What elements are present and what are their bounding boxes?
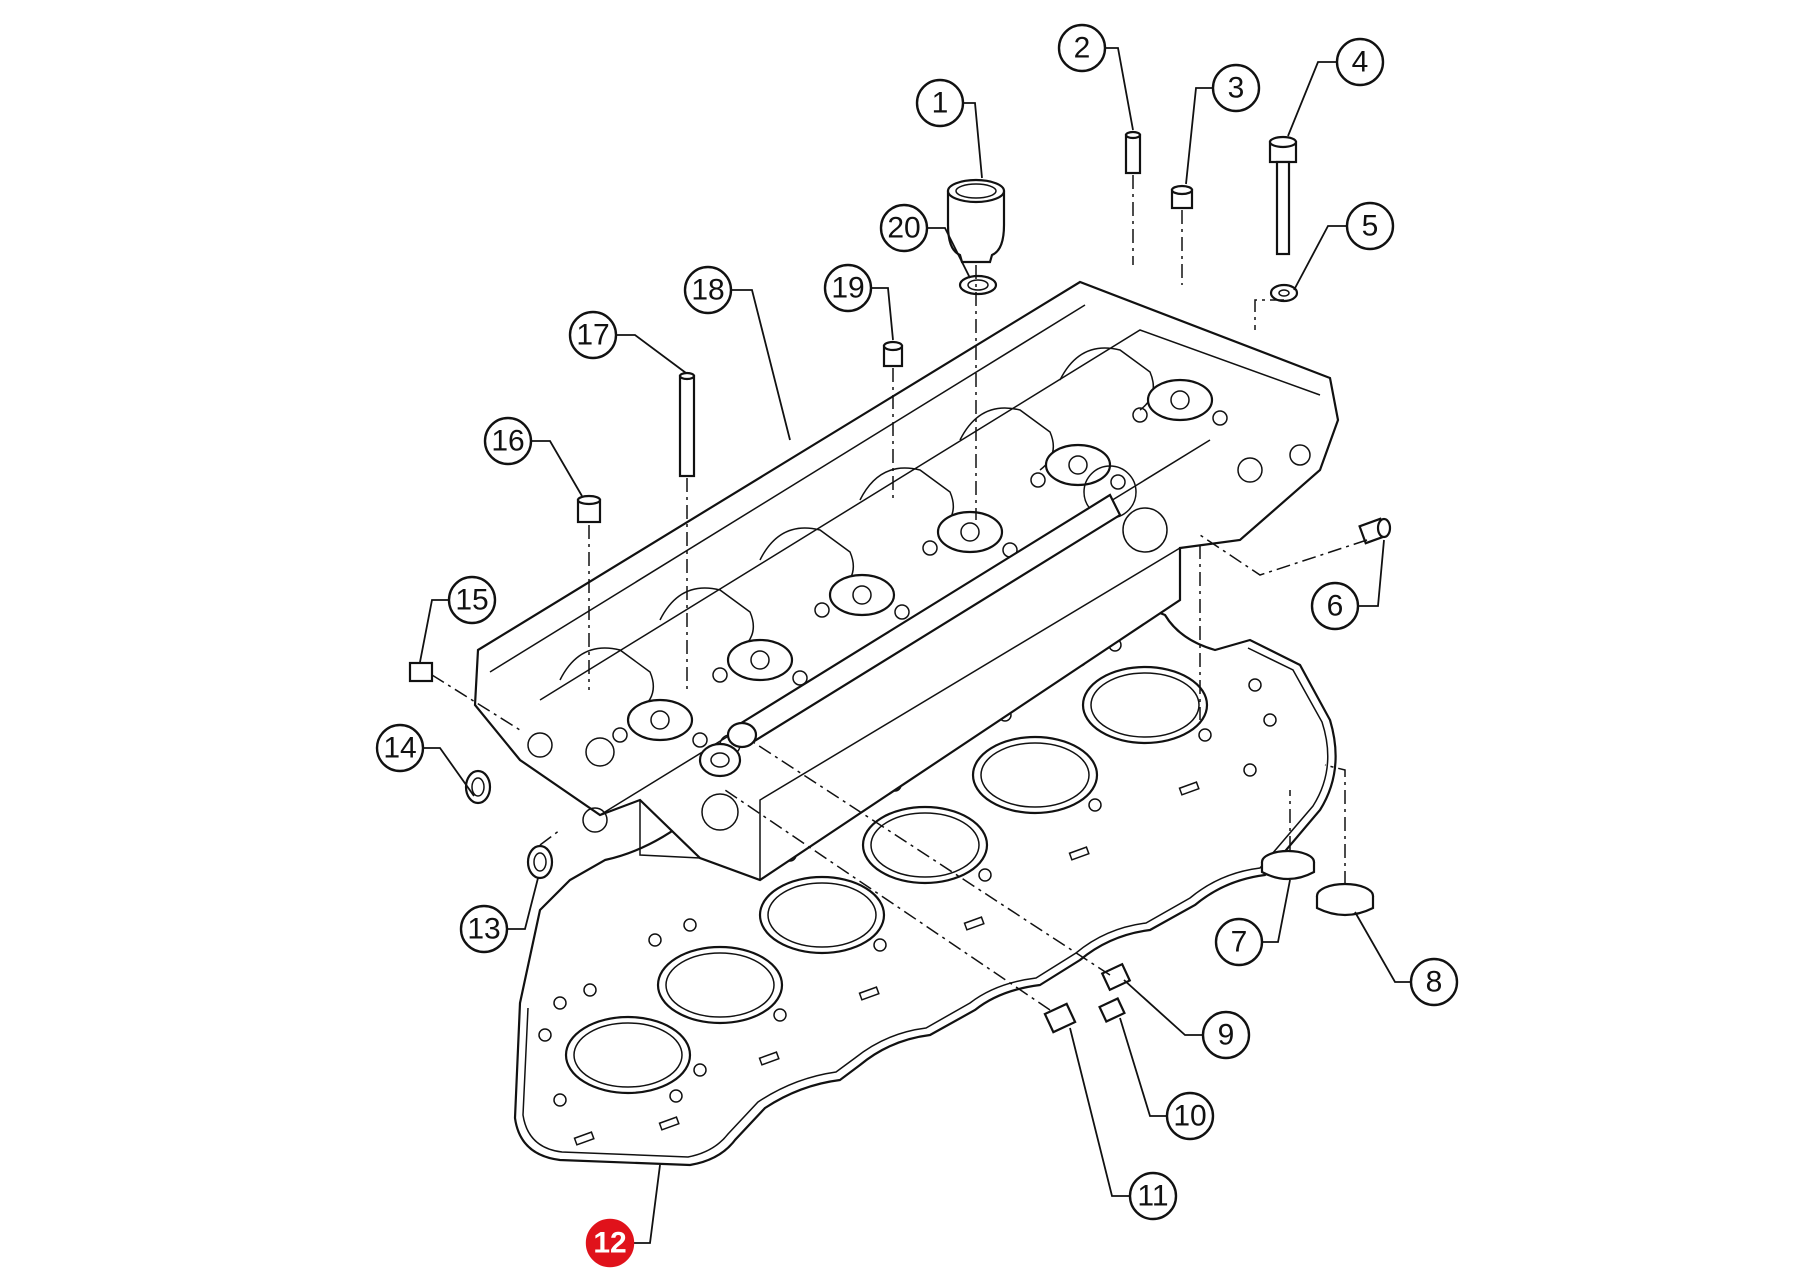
svg-text:13: 13 xyxy=(467,913,500,946)
svg-text:16: 16 xyxy=(491,425,524,458)
part-9-dowel xyxy=(1100,962,1132,992)
svg-text:18: 18 xyxy=(691,274,724,307)
part-6-dowel xyxy=(1358,517,1392,545)
part-20-seal xyxy=(958,274,998,296)
callout-9[interactable]: 9 xyxy=(1201,1010,1251,1060)
callout-18[interactable]: 18 xyxy=(683,265,733,315)
part-5-washer xyxy=(1269,283,1299,303)
part-15-dowel xyxy=(408,661,434,683)
callout-11[interactable]: 11 xyxy=(1128,1171,1178,1221)
part-10-dowel xyxy=(1098,997,1126,1023)
cylinder-head xyxy=(473,280,1340,882)
svg-text:15: 15 xyxy=(455,584,488,617)
svg-text:10: 10 xyxy=(1173,1100,1206,1133)
callout-4[interactable]: 4 xyxy=(1335,37,1385,87)
part-4-bolt xyxy=(1268,135,1298,256)
callout-3[interactable]: 3 xyxy=(1211,63,1261,113)
svg-text:2: 2 xyxy=(1074,32,1091,65)
callout-15[interactable]: 15 xyxy=(447,575,497,625)
part-17-tube xyxy=(678,371,696,478)
callout-13[interactable]: 13 xyxy=(459,904,509,954)
svg-text:20: 20 xyxy=(887,212,920,245)
part-14-plug xyxy=(464,769,492,805)
callout-14[interactable]: 14 xyxy=(375,723,425,773)
callout-6[interactable]: 6 xyxy=(1310,581,1360,631)
callout-8[interactable]: 8 xyxy=(1409,957,1459,1007)
callout-10[interactable]: 10 xyxy=(1165,1091,1215,1141)
callout-12[interactable]: 12 xyxy=(585,1218,635,1268)
part-13-plug xyxy=(526,844,554,880)
alignment-lines xyxy=(431,175,1368,1011)
svg-text:5: 5 xyxy=(1362,210,1379,243)
svg-text:6: 6 xyxy=(1327,590,1344,623)
svg-text:3: 3 xyxy=(1228,72,1245,105)
callout-16[interactable]: 16 xyxy=(483,416,533,466)
svg-text:9: 9 xyxy=(1218,1019,1235,1052)
part-11-dowel xyxy=(1043,1002,1077,1034)
callout-5[interactable]: 5 xyxy=(1345,201,1395,251)
svg-text:19: 19 xyxy=(831,272,864,305)
callout-1[interactable]: 1 xyxy=(915,78,965,128)
part-16-dowel xyxy=(576,494,602,524)
part-3-plug xyxy=(1170,184,1194,210)
svg-text:8: 8 xyxy=(1426,966,1443,999)
part-19-dowel xyxy=(882,340,904,368)
leader-lines xyxy=(419,47,1410,1244)
svg-text:1: 1 xyxy=(932,87,949,120)
part-8-ring xyxy=(1315,882,1375,917)
callout-7[interactable]: 7 xyxy=(1214,917,1264,967)
svg-text:11: 11 xyxy=(1137,1180,1168,1213)
svg-text:12: 12 xyxy=(593,1227,626,1260)
callout-19[interactable]: 19 xyxy=(823,263,873,313)
part-2-dowel xyxy=(1124,130,1142,175)
svg-text:4: 4 xyxy=(1352,46,1369,79)
svg-text:7: 7 xyxy=(1231,926,1248,959)
svg-text:17: 17 xyxy=(576,319,609,352)
callout-20[interactable]: 20 xyxy=(879,203,929,253)
callout-2[interactable]: 2 xyxy=(1057,23,1107,73)
callouts: 1 2 3 4 5 6 7 8 9 10 11 12 13 14 15 16 1… xyxy=(375,23,1459,1268)
callout-17[interactable]: 17 xyxy=(568,310,618,360)
head-gasket xyxy=(513,603,1337,1167)
svg-text:14: 14 xyxy=(383,732,416,765)
part-7-ring xyxy=(1260,849,1316,881)
